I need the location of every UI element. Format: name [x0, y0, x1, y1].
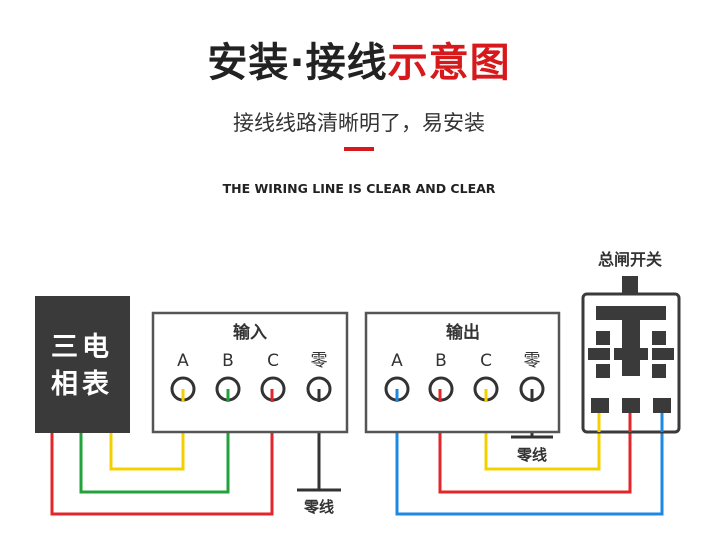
- meter-label-line2: 相表: [51, 369, 113, 400]
- wire-red-output-b: [438, 389, 632, 494]
- switch-contact-left-top: [596, 331, 610, 345]
- subtitle: 接线线路清晰明了，易安装: [233, 111, 485, 135]
- wire-green-input: [79, 389, 230, 494]
- input-terminal-label-b: B: [222, 351, 234, 371]
- input-box-label: 输入: [233, 322, 267, 343]
- switch-terminal-2: [622, 398, 640, 413]
- switch-label: 总闸开关: [598, 250, 662, 269]
- neutral-label-output: 零线: [516, 446, 547, 464]
- switch-contact-right-mid: [652, 348, 674, 360]
- wire-red-input: [50, 389, 274, 516]
- switch-contact-left-low: [596, 364, 610, 378]
- neutral-label-input: 零线: [303, 498, 334, 516]
- switch-terminal-1: [591, 398, 609, 413]
- switch-contact-center-mid: [614, 348, 648, 360]
- meter-body: [35, 296, 130, 433]
- output-terminal-label-a: A: [391, 351, 403, 371]
- input-terminal-label-c: C: [267, 351, 279, 371]
- title-dark-part: 安装·接线: [207, 40, 388, 86]
- switch-contact-bar: [596, 306, 666, 320]
- page-title: 安装·接线示意图: [0, 30, 718, 88]
- output-terminal-label-b: B: [435, 351, 447, 371]
- switch-terminal-3: [653, 398, 671, 413]
- switch-contact-right-low: [652, 364, 666, 378]
- output-box: [364, 311, 561, 434]
- meter-label-line1: 三电: [51, 332, 113, 363]
- input-terminal-label-neutral: 零: [311, 351, 328, 371]
- input-terminal-label-a: A: [177, 351, 189, 371]
- switch-contact-left-mid: [588, 348, 610, 360]
- input-box: [151, 311, 349, 434]
- red-divider: [344, 147, 374, 151]
- output-terminal-label-neutral: 零: [524, 351, 541, 371]
- output-terminal-label-c: C: [480, 351, 492, 371]
- switch-contact-right-top: [652, 331, 666, 345]
- wire-blue-output-a: [395, 389, 664, 516]
- english-caption: THE WIRING LINE IS CLEAR AND CLEAR: [222, 181, 496, 196]
- output-box-label: 输出: [446, 322, 480, 343]
- title-red-part: 示意图: [387, 40, 511, 86]
